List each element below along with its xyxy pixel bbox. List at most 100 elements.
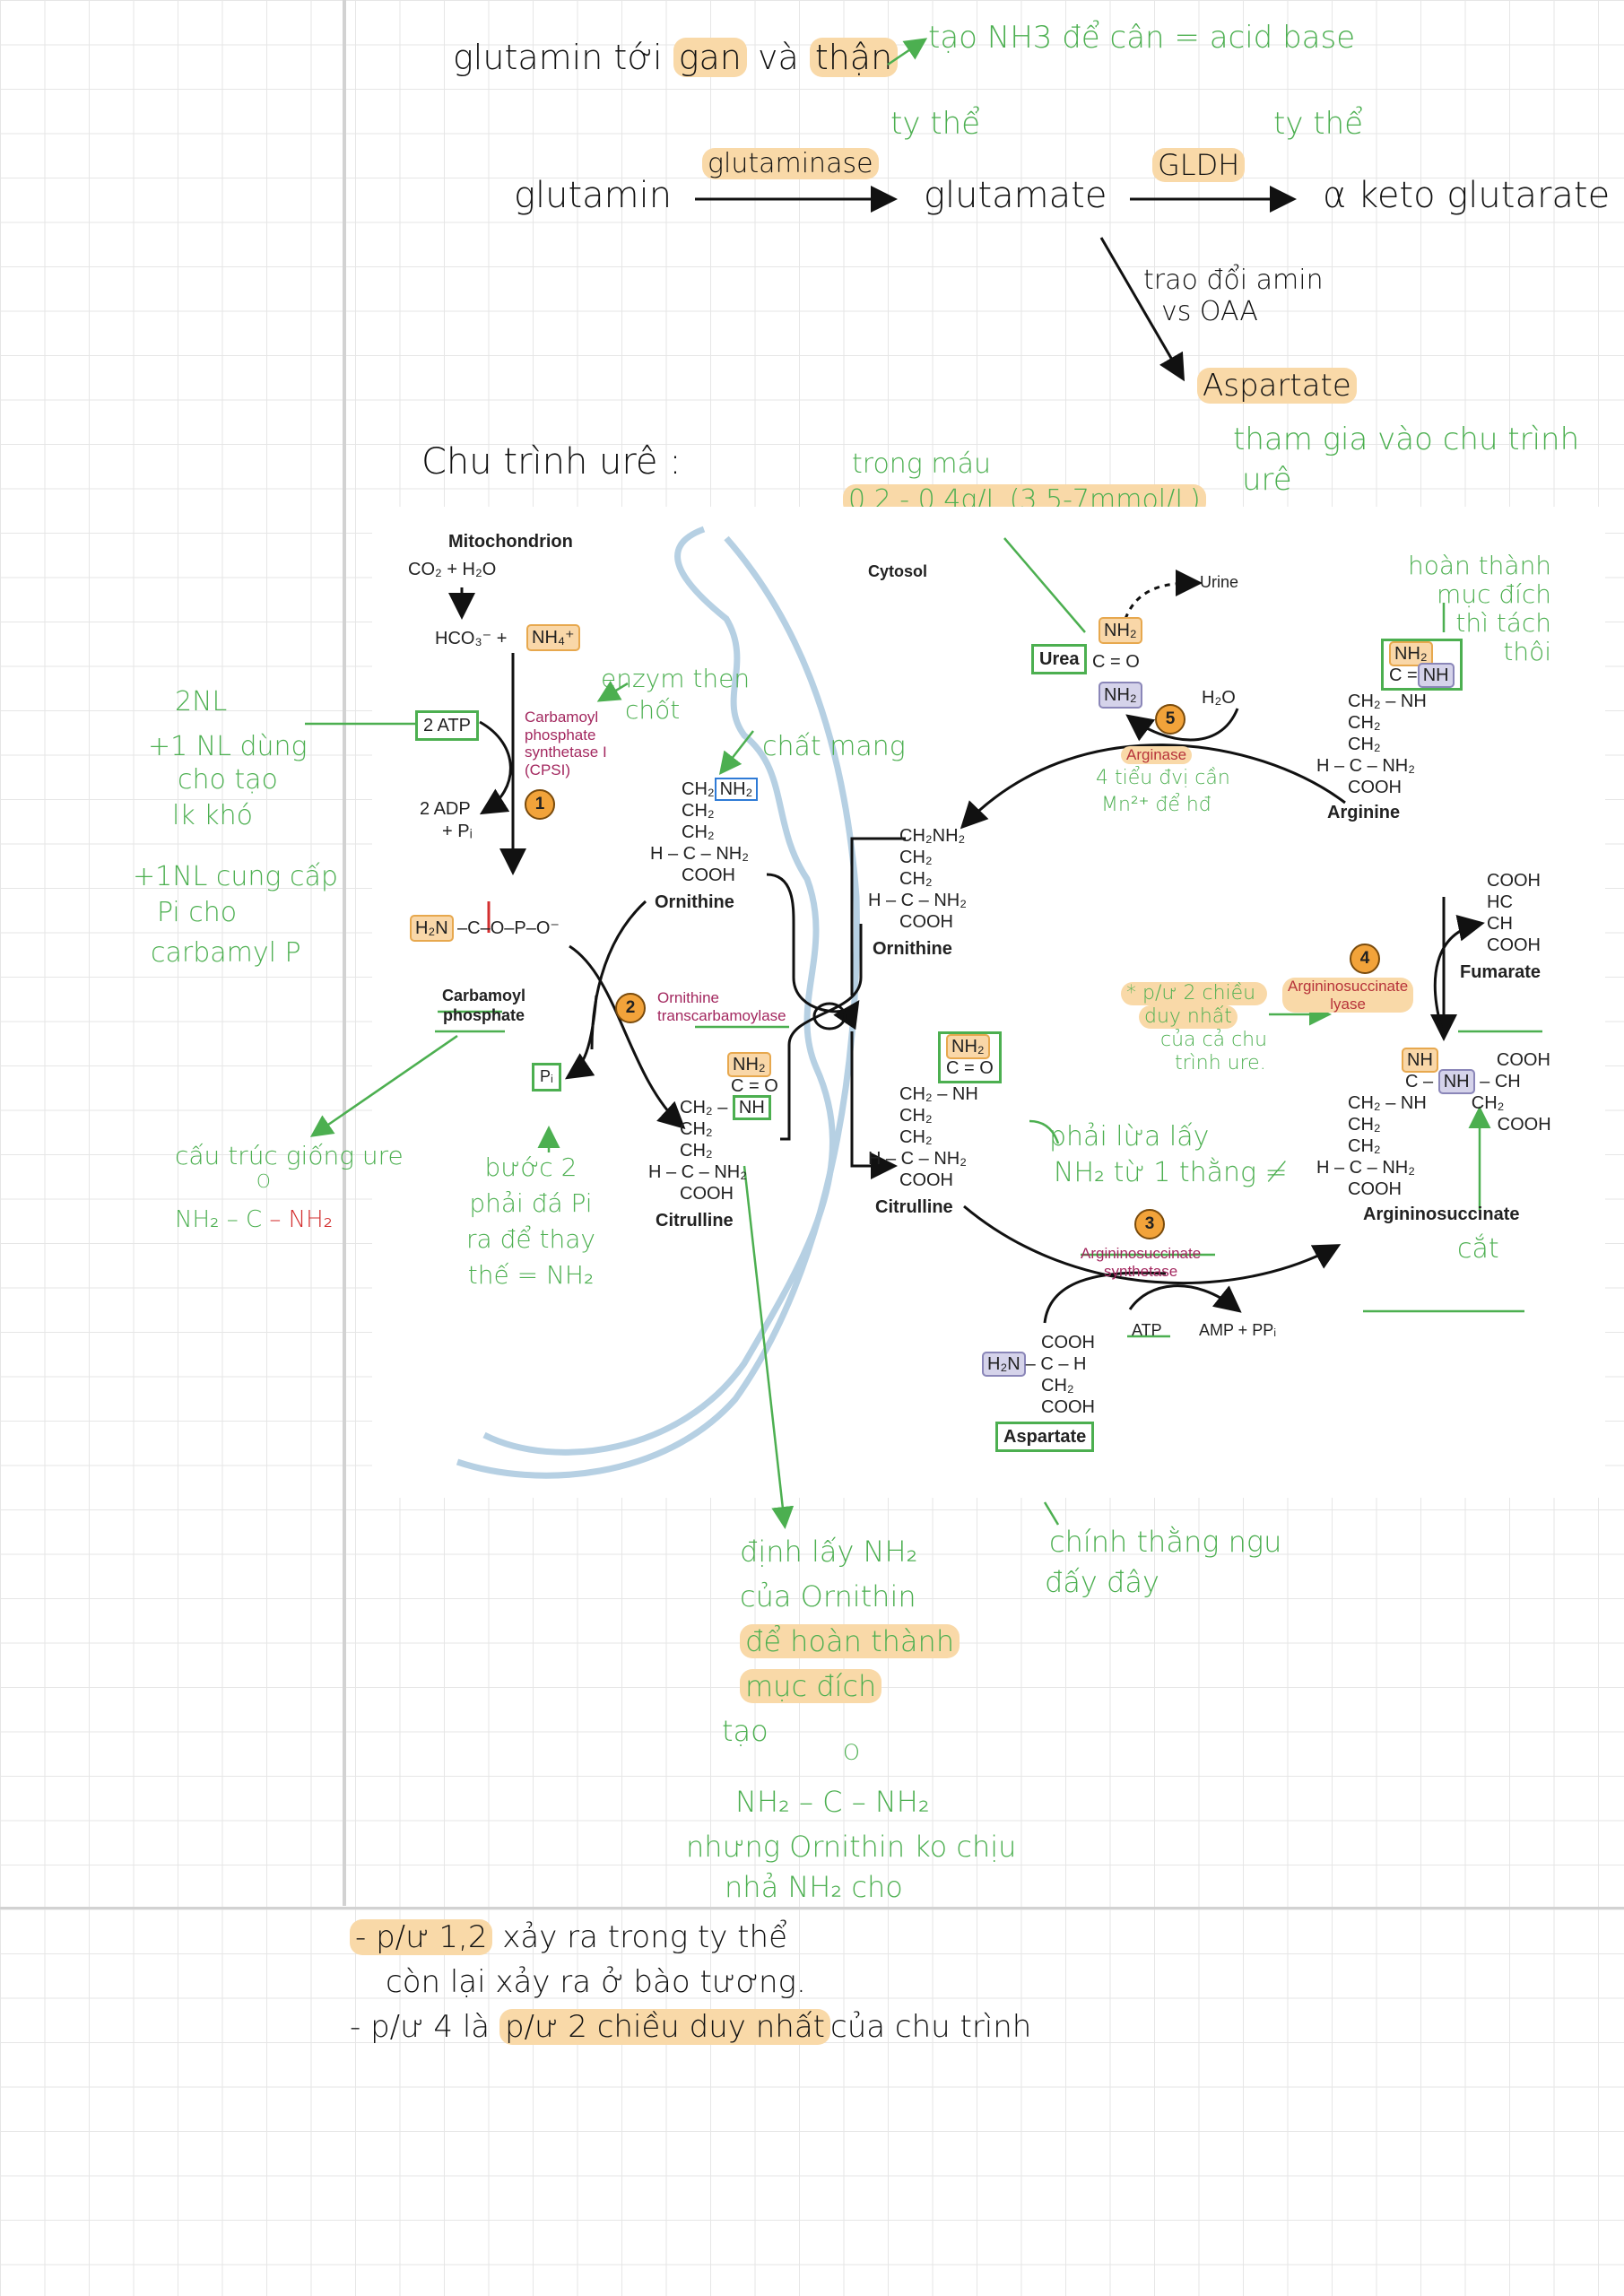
notebook-margin-line	[343, 0, 346, 1906]
citrulline-mito-alpha: H – C – NH₂	[648, 1162, 748, 1182]
citrulline-cyto-nh2-box: NH₂	[946, 1034, 990, 1059]
arginine-alpha: H – C – NH₂	[1316, 756, 1416, 776]
acid-base-pointer	[887, 38, 928, 66]
reversible-note-1: * p/ư 2 chiều	[1121, 982, 1268, 1005]
urea-formula: NH₂ – C – NH₂	[735, 1785, 930, 1819]
atp-amp-curve	[1128, 1284, 1242, 1313]
ornithine-to-otc-curve	[590, 900, 647, 1050]
citrulline-cyto-carbonyl: C = O	[946, 1058, 994, 1078]
ornithine-note: định lấy NH₂ của Ornithin để hoàn thành …	[722, 1529, 960, 1753]
atp-consumption-arrow	[479, 720, 512, 815]
acid-base-note: tạo NH3 để cân = acid base	[928, 20, 1356, 56]
ornithine-mito-cooh: COOH	[682, 865, 735, 885]
arginine-c-double: C =	[1389, 665, 1418, 685]
gldh-location-note: ty thể	[1273, 106, 1364, 142]
kidney-highlight: thận	[809, 38, 899, 77]
reversible-note-4: trình ure.	[1175, 1052, 1266, 1074]
key-enzyme-note-2: chốt	[625, 695, 681, 725]
urea-carbonyl: C = O	[1092, 652, 1140, 672]
step2-note-2: phải đá Pi	[469, 1188, 593, 1218]
arginine-label: Arginine	[1327, 803, 1401, 822]
cpsi-line-2: phosphate	[525, 726, 596, 744]
arginase-arrow	[960, 744, 1346, 830]
atp-label: ATP	[1132, 1321, 1162, 1339]
complete-note-4: thôi	[1503, 637, 1552, 666]
glutamine-transport-note: glutamin tới gan và thận	[453, 38, 899, 77]
energy-note-7: carbamyl P	[151, 937, 301, 969]
arginine-chain-2: CH₂	[1348, 735, 1381, 754]
citrulline-mito-nh-box: NH	[732, 1095, 771, 1120]
aspartate: COOH H₂N– C – H CH₂ COOH Aspartate	[982, 1332, 1095, 1452]
arginine-ch2nh: CH₂ – NH	[1348, 691, 1427, 711]
ornithine-cyto-label: Ornithine	[873, 939, 952, 959]
ornithine-cyto-chain-1: CH₂	[899, 848, 933, 867]
argsucc-chain-1: CH₂	[1348, 1115, 1381, 1135]
otc-arrow	[569, 944, 686, 1130]
hydrolysis-arrow	[1125, 708, 1239, 742]
pi-label: + Pᵢ	[442, 822, 473, 841]
pi-release-box: Pᵢ	[532, 1063, 561, 1091]
energy-note-3: cho tạo	[178, 764, 278, 796]
urea-like-oxygen: O	[256, 1170, 271, 1192]
amp-ppi-label: AMP + PPᵢ	[1199, 1321, 1277, 1339]
urea-like-left: NH₂ – C	[175, 1206, 263, 1233]
urea-like-note: cấu trúc giống ure	[175, 1141, 404, 1170]
step2-note-1: bước 2	[484, 1152, 578, 1182]
cycle-arrows	[448, 570, 1485, 1324]
ornithine-mito-chain-1: CH₂	[682, 801, 715, 821]
urine-label: Urine	[1200, 573, 1239, 591]
urea-like-pointer	[309, 1034, 458, 1137]
citrulline-mito-cooh: COOH	[680, 1184, 734, 1204]
water-label: H₂O	[1202, 688, 1236, 708]
outer-mito-membrane	[456, 535, 860, 1479]
reversible-note-3: của cả chu	[1160, 1029, 1268, 1051]
transporter-circle	[812, 1002, 847, 1031]
notebook-divider-line	[0, 1907, 1624, 1909]
fumarate-cooh-top: COOH	[1487, 871, 1541, 891]
aspartate-note-2: đấy đây	[1045, 1565, 1159, 1599]
arginase-enzyme: Arginase	[1121, 746, 1193, 765]
citrulline-export-path	[780, 924, 863, 1141]
aspartate-note-1: chính thằng ngu	[1049, 1525, 1282, 1559]
citrulline-mito-chain-1: CH₂	[680, 1119, 713, 1139]
reversible-note-2: duy nhất	[1139, 1005, 1238, 1029]
ass-line-2: synthetase	[1103, 1262, 1178, 1280]
step-4-badge: 4	[1350, 944, 1380, 974]
summary-line-1: - p/ư 1,2 xảy ra trong ty thể	[350, 1919, 787, 1955]
argsucc-cooh: COOH	[1348, 1179, 1402, 1199]
carbamoyl-phosphate-formula: –C–O–P–O⁻	[457, 918, 560, 938]
citrulline-mito-chain-2: CH₂	[680, 1141, 713, 1161]
citrulline-cyto-chain-1: CH₂	[899, 1106, 933, 1126]
summary-reversible-highlight: p/ư 2 chiều duy nhất	[499, 2009, 830, 2045]
argsucc-ch2nh: CH₂ – NH	[1348, 1093, 1427, 1113]
citrulline-cyto-ch2: CH₂ –	[899, 1084, 948, 1104]
ass-enzyme: Argininosuccinate synthetase	[1081, 1245, 1201, 1280]
argsucc-nh-mid-box: NH	[1437, 1069, 1475, 1094]
cpsi-line-4: (CPSI)	[525, 761, 570, 778]
ornithine-note-4: mục đích	[740, 1669, 882, 1703]
cut-note: cắt	[1457, 1233, 1499, 1265]
aspartate-highlight: Aspartate	[1197, 368, 1357, 404]
step2-note-4: thế = NH₂	[467, 1260, 595, 1290]
step-3-badge: 3	[1134, 1209, 1165, 1239]
bicarbonate: HCO₃⁻ +	[435, 629, 508, 648]
carrier-pointer	[718, 730, 754, 775]
fumarate-label: Fumarate	[1460, 962, 1541, 982]
ornithine-note-2: của Ornithin	[740, 1579, 916, 1613]
summary-reaction-4: - p/ư 4 là	[350, 2009, 491, 2045]
carbamoyl-label-2: phosphate	[443, 1005, 525, 1024]
ornithine-note-end-1: nhưng Ornithin ko chịu	[686, 1830, 1017, 1864]
urea-like-right-red: – NH₂	[269, 1206, 334, 1233]
argininosuccinate-label: Argininosuccinate	[1363, 1205, 1520, 1224]
co2-h2o: CO₂ + H₂O	[408, 560, 497, 579]
aspartate-label-box: Aspartate	[995, 1422, 1095, 1452]
transamination-note-2: vs OAA	[1161, 296, 1258, 327]
citrulline-mito: NH₂ C = O CH₂ – NH CH₂ CH₂ H – C – NH₂ C…	[648, 1052, 778, 1231]
asl-line-1: Argininosuccinate	[1288, 978, 1409, 995]
ornithine-note-1: định lấy NH₂	[740, 1535, 918, 1569]
asl-line-2: lyase	[1330, 995, 1366, 1013]
fumarate-release-arrow	[1433, 915, 1485, 1037]
